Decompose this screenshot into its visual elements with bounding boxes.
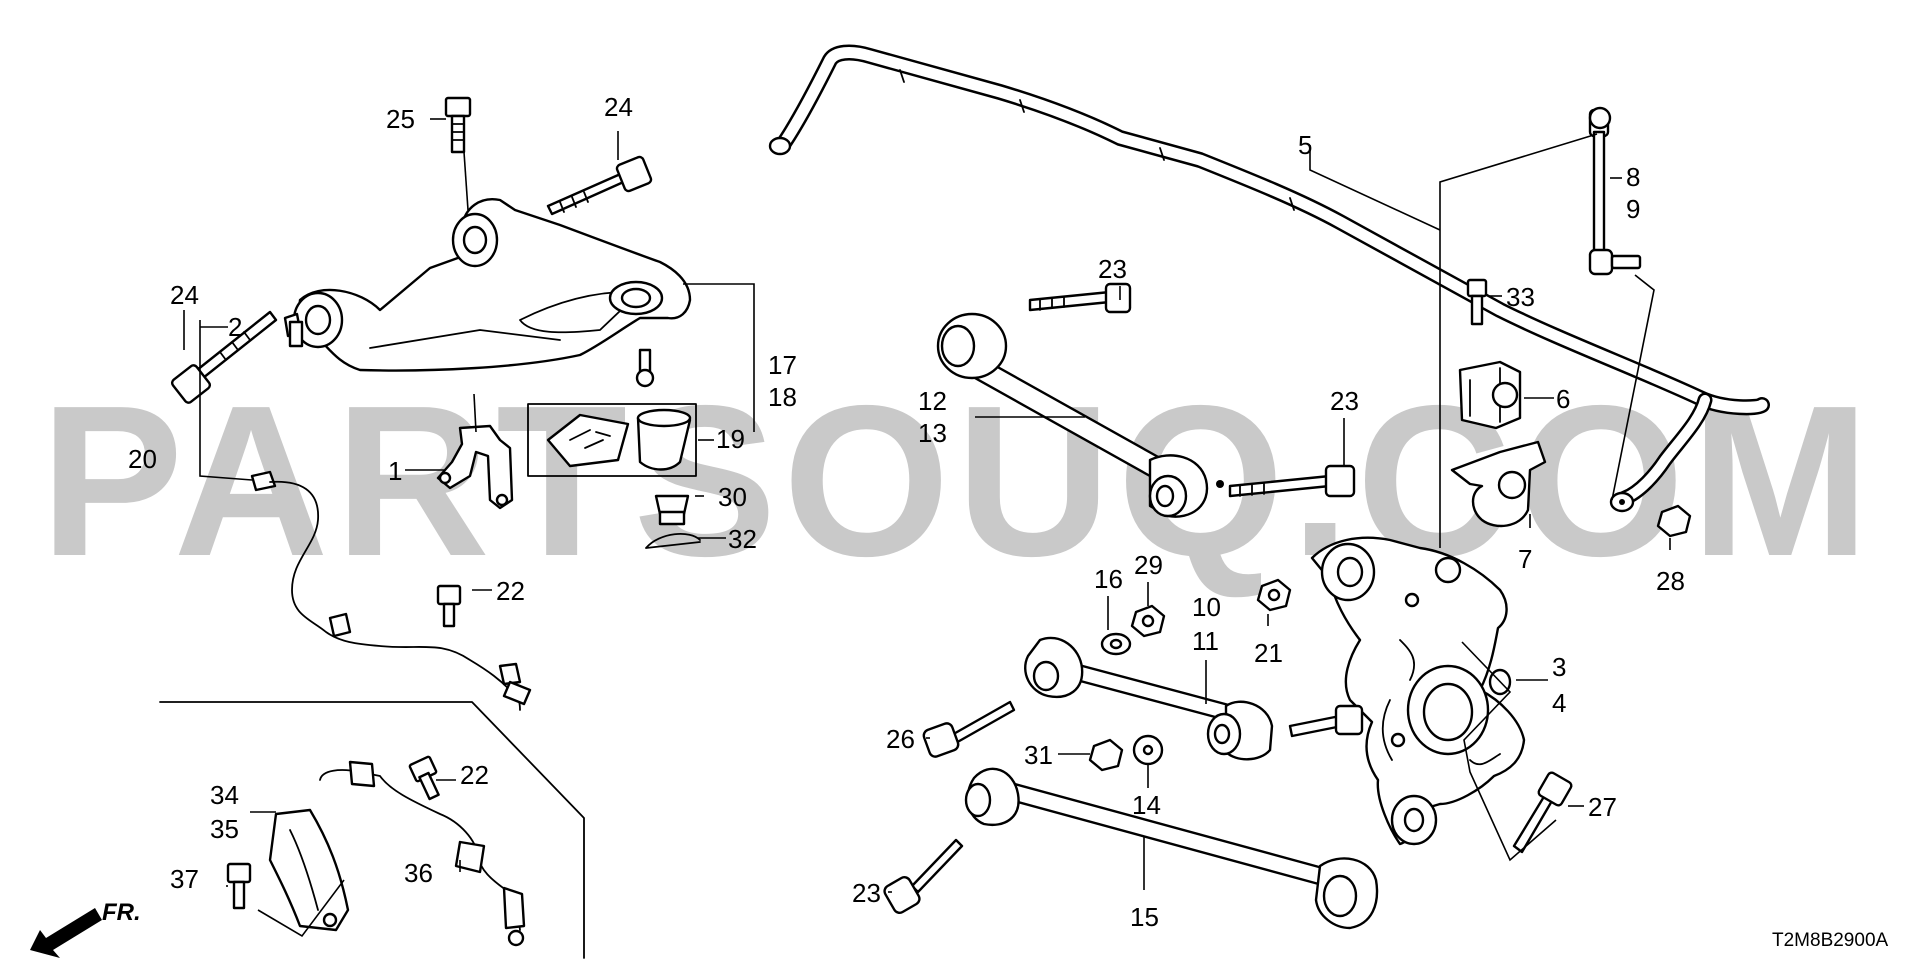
- callout-23-top[interactable]: 23: [1098, 254, 1127, 284]
- callout-20[interactable]: 20: [128, 444, 157, 474]
- leader-lines: [183, 118, 1671, 938]
- callout-26[interactable]: 26: [886, 724, 915, 754]
- washer-16[interactable]: [1100, 632, 1132, 656]
- callout-13[interactable]: 13: [918, 418, 947, 448]
- callout-12[interactable]: 12: [918, 386, 947, 416]
- nut-31[interactable]: [1088, 738, 1124, 772]
- callout-23-lower[interactable]: 23: [852, 878, 881, 908]
- callout-27[interactable]: 27: [1588, 792, 1617, 822]
- holder-bolt-33[interactable]: [1466, 278, 1488, 326]
- bolt-22-lower[interactable]: [408, 755, 440, 801]
- lower-control-rod[interactable]: [1024, 636, 1274, 761]
- nut-29[interactable]: [1130, 604, 1166, 638]
- nut-21[interactable]: [1256, 578, 1292, 612]
- nut-28[interactable]: [1656, 504, 1692, 538]
- callout-30[interactable]: 30: [718, 482, 747, 512]
- callout-9[interactable]: 9: [1626, 194, 1640, 224]
- callout-22-lower[interactable]: 22: [460, 760, 489, 790]
- callout-29[interactable]: 29: [1134, 550, 1163, 580]
- diagram-code: T2M8B2900A: [1772, 930, 1889, 951]
- washer-14[interactable]: [1132, 734, 1164, 766]
- callout-24-lower[interactable]: 24: [170, 280, 199, 310]
- callout-15[interactable]: 15: [1130, 902, 1159, 932]
- callout-21[interactable]: 21: [1254, 638, 1283, 668]
- callout-24-upper[interactable]: 24: [604, 92, 633, 122]
- callout-35[interactable]: 35: [210, 814, 239, 844]
- callout-6[interactable]: 6: [1556, 384, 1570, 414]
- wheel-speed-sensor-rear[interactable]: [319, 760, 526, 947]
- stabilizer-bar[interactable]: [768, 44, 1770, 513]
- wheel-speed-sensor[interactable]: [250, 312, 532, 711]
- callout-37[interactable]: 37: [170, 864, 199, 894]
- callout-31[interactable]: 31: [1024, 740, 1053, 770]
- bolt-23-upper-rod[interactable]: [1028, 282, 1132, 314]
- callout-3[interactable]: 3: [1552, 652, 1566, 682]
- callout-32[interactable]: 32: [728, 524, 757, 554]
- callout-25[interactable]: 25: [386, 104, 415, 134]
- ball-joint-kit-box[interactable]: [527, 403, 697, 477]
- knuckle-lower-bushing[interactable]: [1390, 794, 1438, 846]
- callout-7[interactable]: 7: [1518, 544, 1532, 574]
- sensor-bracket[interactable]: [436, 424, 514, 510]
- clip-32[interactable]: [645, 533, 701, 549]
- front-direction-label: FR.: [102, 899, 141, 926]
- callout-labels: 25 24 24 17 18 19 2 20 1 30 32 22 5 8 9 …: [128, 92, 1685, 932]
- stabilizer-bushing-holder[interactable]: [1450, 440, 1547, 528]
- callout-34[interactable]: 34: [210, 780, 239, 810]
- bolt-26[interactable]: [922, 700, 1016, 758]
- callout-2[interactable]: 2: [228, 312, 242, 342]
- callout-18[interactable]: 18: [768, 382, 797, 412]
- callout-33[interactable]: 33: [1506, 282, 1535, 312]
- callout-10[interactable]: 10: [1192, 592, 1221, 622]
- callout-17[interactable]: 17: [768, 350, 797, 380]
- callout-36[interactable]: 36: [404, 858, 433, 888]
- callout-28[interactable]: 28: [1656, 566, 1685, 596]
- watermark-text: PARTSOUQ.COM: [40, 360, 1876, 601]
- callout-8[interactable]: 8: [1626, 162, 1640, 192]
- bolt-knuckle-lower[interactable]: [1288, 704, 1364, 738]
- stabilizer-link[interactable]: [1588, 106, 1642, 276]
- callout-19[interactable]: 19: [716, 424, 745, 454]
- callout-23-mid[interactable]: 23: [1330, 386, 1359, 416]
- trailing-arm[interactable]: [964, 767, 1379, 930]
- callout-16[interactable]: 16: [1094, 564, 1123, 594]
- callout-14[interactable]: 14: [1132, 790, 1161, 820]
- callout-1[interactable]: 1: [388, 456, 402, 486]
- upper-arm[interactable]: [292, 198, 692, 388]
- callout-5[interactable]: 5: [1298, 130, 1312, 160]
- callout-22-upper[interactable]: 22: [496, 576, 525, 606]
- sensor-cover[interactable]: [268, 808, 350, 932]
- stabilizer-bushing[interactable]: [1458, 360, 1522, 430]
- bolt-23-lower[interactable]: [882, 838, 964, 915]
- bolt-27[interactable]: [1512, 771, 1573, 854]
- bolt-24-upper[interactable]: [546, 155, 653, 216]
- front-direction-arrow: FR.: [30, 899, 141, 958]
- nut-30[interactable]: [654, 494, 690, 526]
- callout-4[interactable]: 4: [1552, 688, 1566, 718]
- upper-control-rod[interactable]: [936, 312, 1224, 518]
- bolt-37[interactable]: [226, 862, 252, 910]
- bolt-25[interactable]: [444, 96, 472, 154]
- bolt-23-mid[interactable]: [1228, 464, 1356, 498]
- callout-11[interactable]: 11: [1192, 626, 1219, 656]
- bolt-22-upper[interactable]: [436, 584, 462, 628]
